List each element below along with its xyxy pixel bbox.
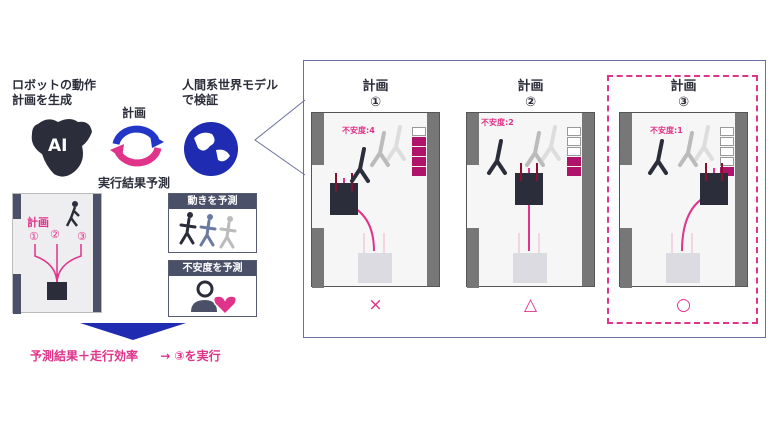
plan-number: ② [524,95,536,110]
anxiety-bar [567,147,581,156]
plan-number: ③ [677,95,689,110]
verdict-mark: × [368,295,383,315]
predict-motion-label: 動きを予測 [169,194,256,209]
running-people-icon [179,212,237,249]
robot-paths [34,201,82,300]
anxiety-label: 不安度:2 [481,118,514,127]
plan-number: ① [369,95,381,110]
anxiety-bar [412,137,426,146]
ai-icon: AI [28,116,94,180]
down-arrow-icon [80,323,186,340]
plan-title: 計画 [362,79,389,94]
robot-icon [700,173,728,205]
plan-map: 計画 ① ② ③ [12,193,102,314]
anxiety-meter [720,127,734,177]
caption-line: 人間系世界モデル [182,78,279,92]
anxiety-bar [567,157,581,166]
anxiety-bar [567,137,581,146]
result-label: 予測結果＋走行効率 [30,349,139,363]
caption-line: 計画を生成 [12,93,73,107]
plan-title: 計画 [517,79,544,94]
robot-icon [515,173,543,205]
plan-number: ③ [77,230,87,243]
cycle-top-label: 計画 [122,106,147,120]
result-action: → ③を実行 [160,349,221,363]
anxiety-bar [720,137,734,146]
scene [330,125,406,283]
ai-caption: ロボットの動作 計画を生成 [12,78,96,108]
plan-simulation-2: 不安度:2 [466,112,595,288]
anxiety-meter [412,127,426,177]
robot-icon [330,183,358,215]
anxiety-bar [567,167,581,176]
anxiety-bar [720,157,734,166]
plan-title: 計画 [670,79,697,94]
anxiety-label: 不安度:4 [342,126,375,135]
verdict-mark: ○ [676,295,691,315]
plan-number: ② [50,228,60,241]
predict-motion-card: 動きを予測 [168,193,257,253]
anxiety-bar [567,127,581,136]
caption-line: で検証 [182,93,219,107]
anxiety-bar [412,147,426,156]
anxiety-label: 不安度:1 [650,126,683,135]
callout-lines [254,99,306,176]
globe-icon [184,122,238,176]
plan-comparison-panel [303,60,766,338]
verdict-mark: △ [523,295,538,315]
scene [648,125,728,283]
predict-anxiety-label: 不安度を予測 [169,261,256,276]
selected-plan-highlight [607,75,758,324]
plan-label: 計画 [27,216,49,229]
person-heart-icon [191,280,238,316]
anxiety-bar [412,167,426,176]
scene [487,125,561,283]
anxiety-bar [412,127,426,136]
anxiety-bar [720,147,734,156]
caption-line: ロボットの動作 [12,78,97,92]
anxiety-meter [567,127,581,177]
anxiety-bar [412,157,426,166]
plan-number: ① [29,230,39,243]
world-caption: 人間系世界モデル で検証 [182,78,278,108]
predict-anxiety-card: 不安度を予測 [168,260,257,317]
plan-simulation-1: 不安度:4 [311,112,440,288]
anxiety-bar [720,127,734,136]
plan-simulation-3: 不安度:1 [619,112,748,288]
cycle-arrows-icon [110,125,164,167]
ai-label: AI [48,136,68,156]
cycle-bottom-label: 実行結果予測 [98,176,171,190]
result-text: 予測結果＋走行効率 → ③を実行 [30,347,221,364]
